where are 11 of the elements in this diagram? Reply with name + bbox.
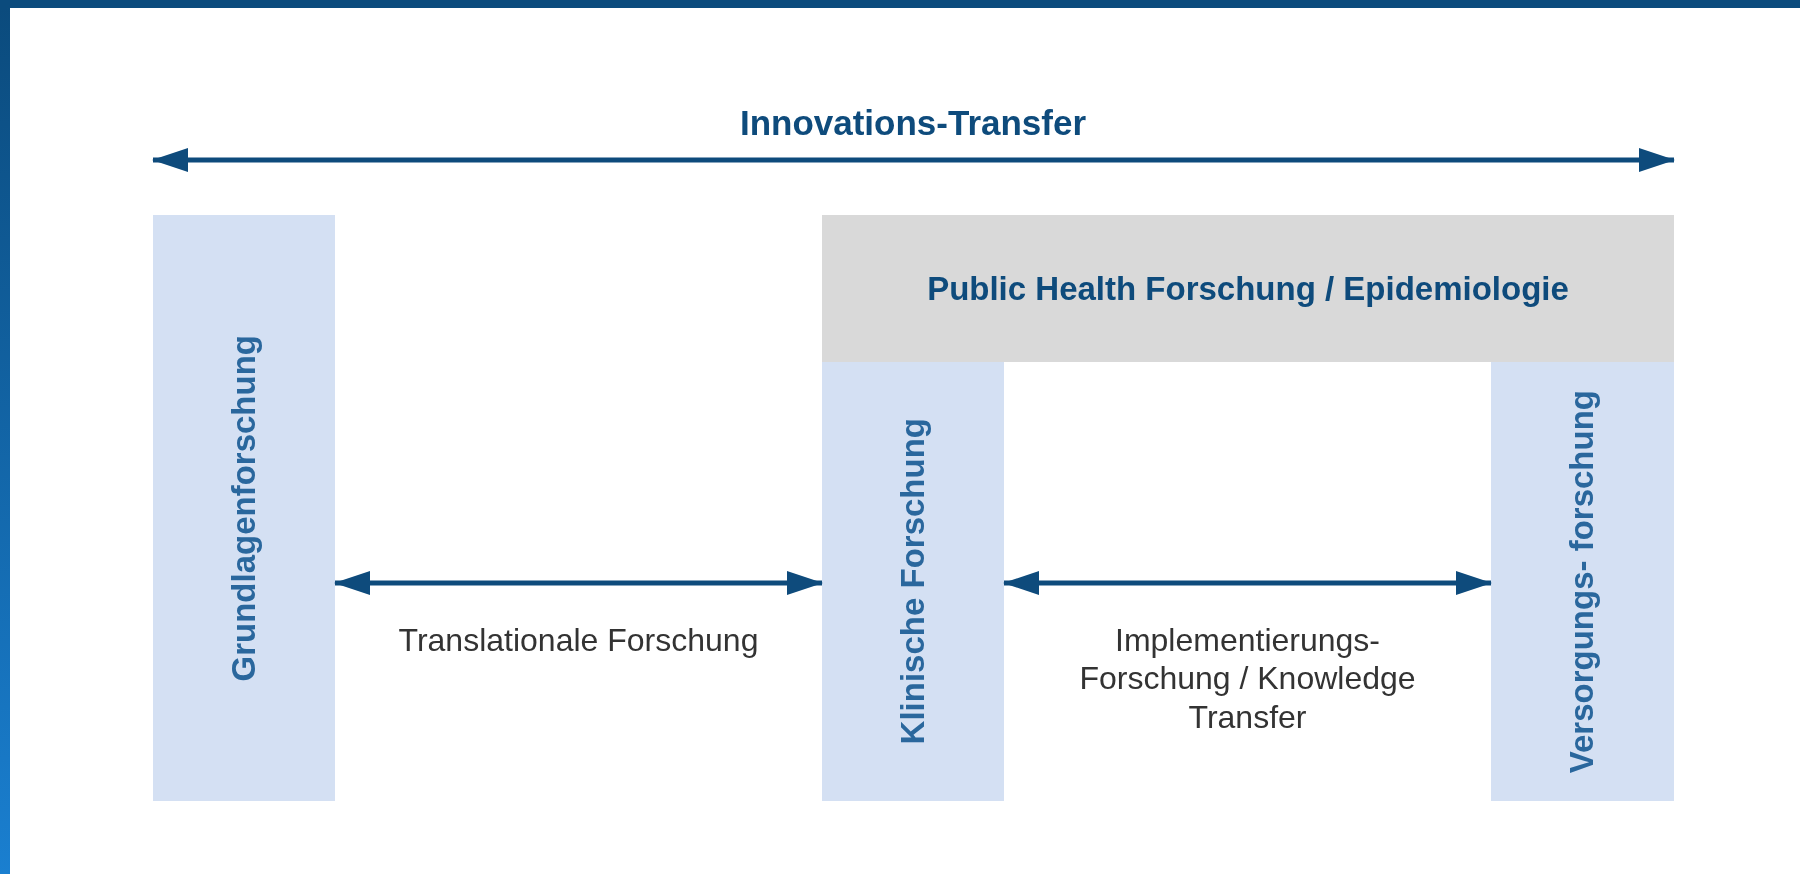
area-title: Versorgungs- forschung	[1564, 389, 1601, 774]
research-area-box	[822, 362, 1004, 801]
area-title: Klinische Forschung	[894, 418, 932, 745]
area-title: Public Health Forschung / Epidemiologie	[927, 268, 1569, 309]
research-area-box	[153, 215, 335, 801]
area-title: Grundlagenforschung	[225, 334, 263, 682]
double-arrow	[334, 571, 823, 595]
heading: Innovations-Transfer	[738, 103, 1088, 143]
research-area-box	[822, 215, 1674, 362]
research-area-box	[1491, 362, 1674, 801]
double-arrow	[1003, 571, 1492, 595]
